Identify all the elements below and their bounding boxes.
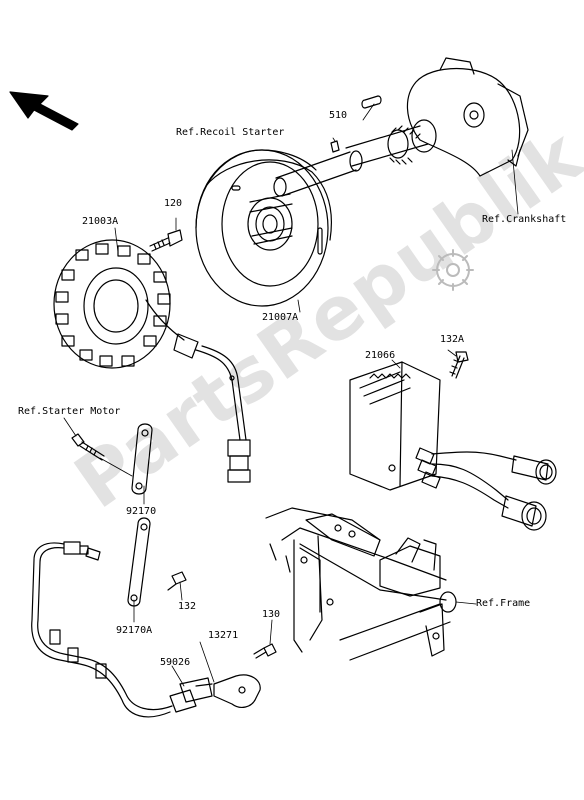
label-ref-crankshaft: Ref.Crankshaft [482,214,567,225]
label-130: 130 [262,609,281,620]
gear-logo-icon [432,249,474,291]
stator [53,239,251,483]
key-510 [361,95,382,109]
bolt-120 [149,229,183,252]
label-132: 132 [178,601,197,612]
flywheel-rotor [195,149,333,307]
frame [265,507,457,661]
recoil-starter-pin [330,140,340,153]
label-120: 120 [164,198,183,209]
label-ref-recoil-starter: Ref.Recoil Starter [176,127,285,138]
label-132a: 132A [440,334,465,345]
label-92170a: 92170A [116,625,153,636]
bracket-92170 [131,423,153,495]
label-510: 510 [329,110,348,121]
label-13271: 13271 [208,630,239,641]
leader-lines [63,103,519,687]
label-21003a: 21003A [82,216,119,227]
label-21066: 21066 [365,350,396,361]
crankshaft [273,57,529,197]
label-ref-frame: Ref.Frame [476,598,531,609]
label-59026: 59026 [160,657,191,668]
bolt-132a [449,351,469,379]
bolt-130 [253,643,277,659]
label-ref-starter-motor: Ref.Starter Motor [18,406,121,417]
regulator-rectifier [349,361,557,531]
label-21007a: 21007A [262,312,299,323]
bracket-92170a [127,517,151,607]
wiring-harness [31,541,213,718]
bolt-132 [167,571,187,591]
direction-arrow-icon [9,91,79,131]
clamp-13271 [195,674,261,708]
label-92170: 92170 [126,506,157,517]
bolt-starter-motor [71,433,105,461]
